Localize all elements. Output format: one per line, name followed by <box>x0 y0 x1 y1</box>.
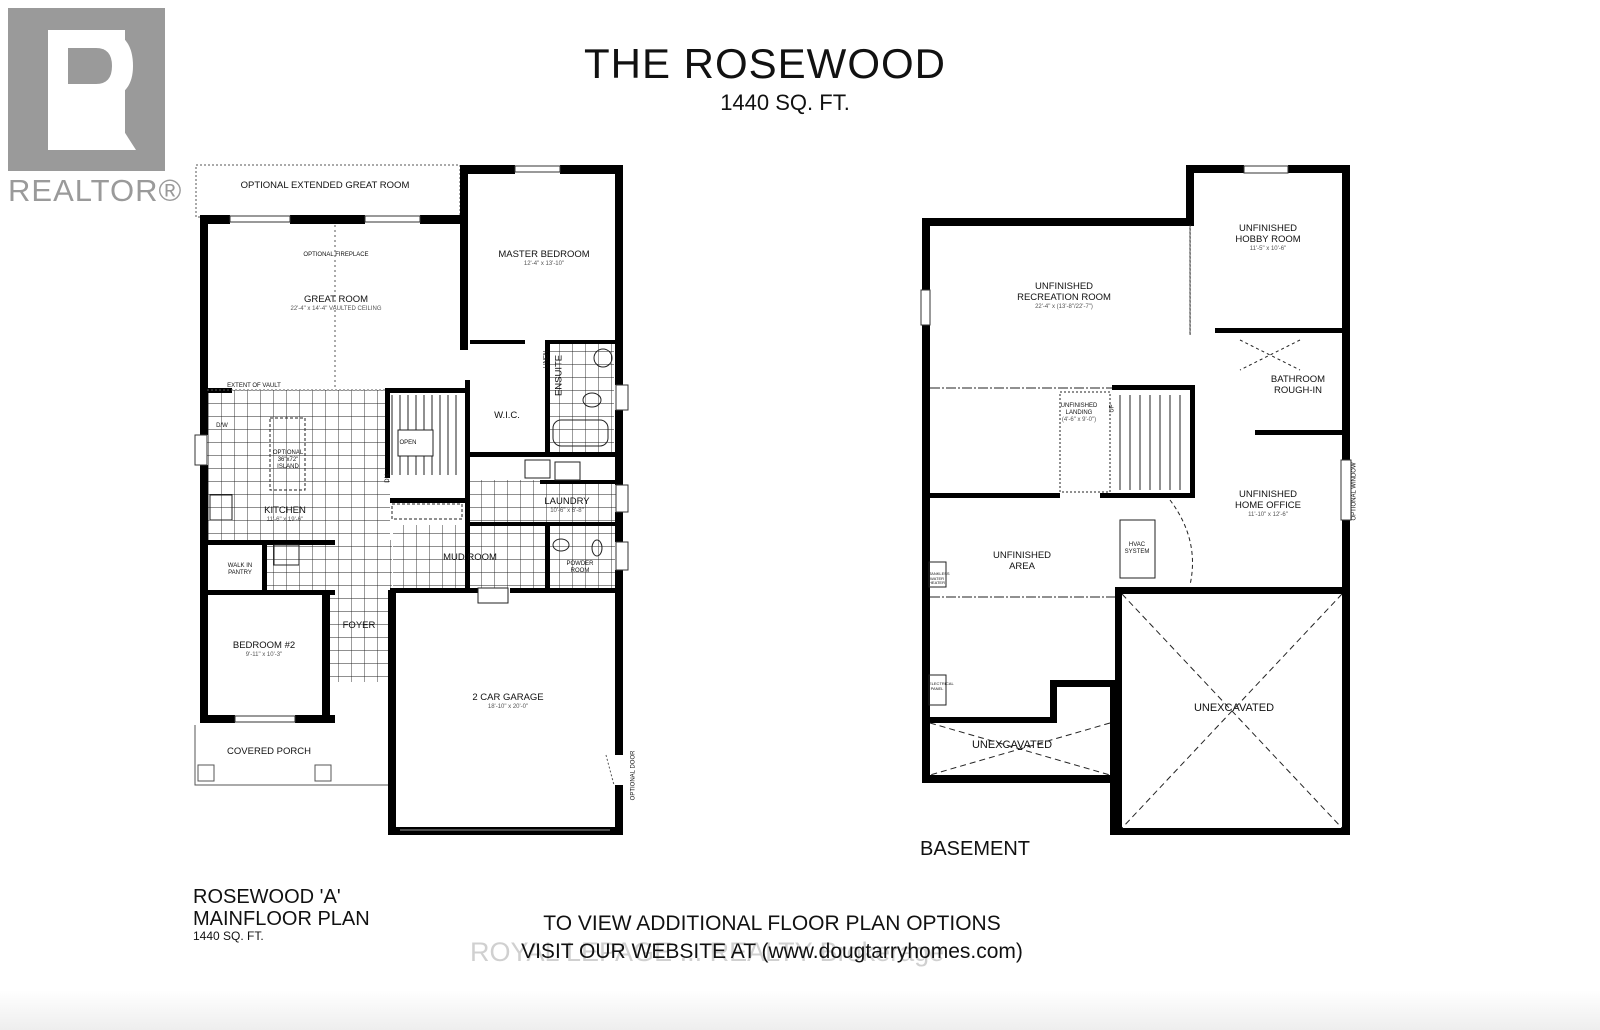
room-unfinished-landing: UNFINISHED LANDING(4'-6" x 9'-0") <box>1060 403 1098 423</box>
label-dishwasher: D/W <box>216 423 228 429</box>
caption-plan-area: 1440 SQ. FT. <box>193 929 264 943</box>
watermark-band <box>468 936 1100 970</box>
label-extent-of-vault: EXTENT OF VAULT <box>227 383 281 389</box>
realtor-logo-mark <box>8 8 165 171</box>
label-hvac-system: HVAC SYSTEM <box>1124 542 1150 555</box>
room-unexcavated-small: UNEXCAVATED <box>971 739 1053 751</box>
label-stairs-up: UP <box>1109 404 1116 413</box>
room-optional-extended-great-room: OPTIONAL EXTENDED GREAT ROOM <box>240 180 410 191</box>
room-walk-in-pantry: WALK IN PANTRY <box>227 563 253 576</box>
bottom-band <box>0 990 1600 1030</box>
watermark-text: ROYAL LEPAGE ... REALTY Brokerage <box>470 937 945 967</box>
footer-website-link: VISIT OUR WEBSITE AT (www.dougtarryhomes… <box>521 940 1023 963</box>
room-mud-room: MUD ROOM <box>443 552 497 563</box>
label-stairs-down: DN <box>384 474 391 483</box>
plan-title: THE ROSEWOOD <box>583 40 946 87</box>
caption-plan-name: ROSEWOOD 'A' <box>193 886 341 908</box>
room-foyer: FOYER <box>342 620 376 631</box>
room-unexcavated-large: UNEXCAVATED <box>1193 702 1275 714</box>
basement-plan <box>920 165 1352 835</box>
label-open: OPEN <box>399 440 417 446</box>
realtor-logo: REALTOR® <box>8 8 183 209</box>
room-powder-room: POWDER ROOM <box>566 561 594 574</box>
basement-caption: BASEMENT <box>920 838 1031 860</box>
room-unfinished-area: UNFINISHED AREA <box>992 550 1052 572</box>
room-bathroom-rough-in: BATHROOM ROUGH-IN <box>1270 374 1326 396</box>
room-optional-fireplace: OPTIONAL FIREPLACE <box>303 252 369 258</box>
plan-area: 1440 SQ. FT. <box>720 90 850 115</box>
label-optional-island: OPTIONAL 36"x72" ISLAND <box>272 450 304 470</box>
mainfloor-caption: ROSEWOOD 'A' MAINFLOOR PLAN 1440 SQ. FT. <box>193 886 370 943</box>
main-floor-plan <box>194 164 629 835</box>
room-covered-porch: COVERED PORCH <box>227 746 311 757</box>
room-ensuite: ENSUITE <box>553 354 565 397</box>
label-optional-door: OPTIONAL DOOR <box>630 750 637 801</box>
room-walk-in-closet: W.I.C. <box>494 410 520 421</box>
label-electrical-panel: ELECTRICAL PANEL <box>929 681 954 691</box>
label-optional-window: OPTIONAL WINDOW <box>1351 462 1358 521</box>
realtor-wordmark: REALTOR® <box>8 173 183 208</box>
footer-line-1: TO VIEW ADDITIONAL FLOOR PLAN OPTIONS <box>543 912 1001 935</box>
caption-plan-type: MAINFLOOR PLAN <box>193 908 370 930</box>
room-linen: LINEN <box>543 350 550 369</box>
label-tankless-water-heater: TANKLESS WATER HEATER <box>929 571 950 586</box>
